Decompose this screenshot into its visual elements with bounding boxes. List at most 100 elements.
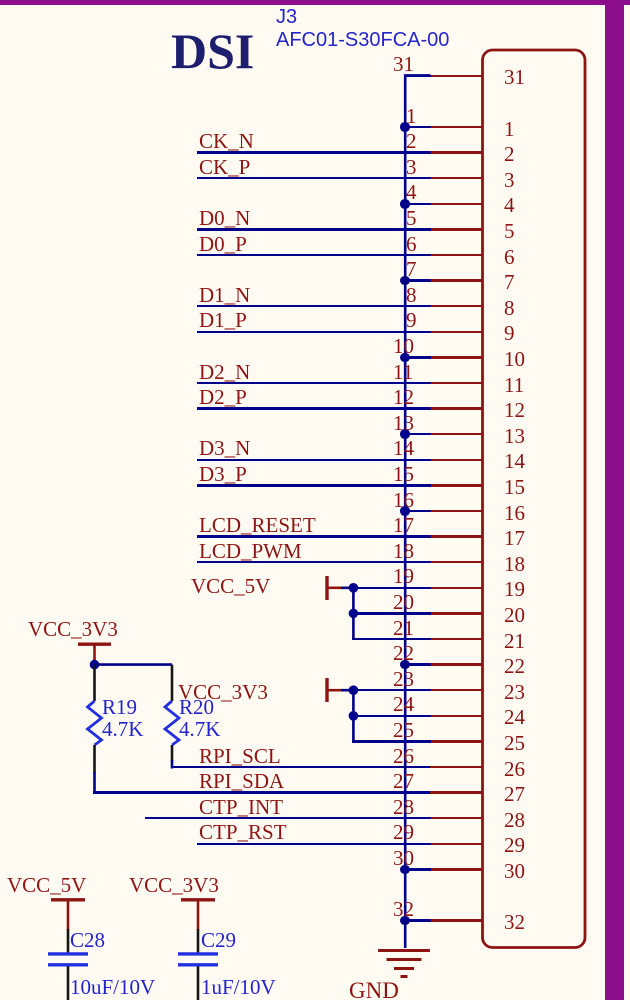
c28-designator: C28 — [70, 928, 106, 952]
pin-1-gnd-wire — [404, 125, 431, 129]
pin-5-number-outside: 5 — [406, 205, 417, 230]
sheet-border-right — [605, 0, 624, 1000]
net-label-LCD_PWM: LCD_PWM — [199, 538, 302, 563]
pin-21-stub — [429, 637, 483, 641]
pin-21-number-outside: 21 — [393, 615, 414, 640]
net-wire-CK_P — [197, 176, 431, 180]
pin-4-number-inside: 4 — [504, 193, 515, 218]
pin-7-stub — [429, 279, 483, 282]
pin-25-power-wire — [352, 740, 431, 743]
pin-13-stub — [429, 432, 483, 436]
pin-5-number-inside: 5 — [504, 218, 515, 243]
pin-30-number-outside: 30 — [393, 845, 414, 870]
pin-19-number-outside: 19 — [393, 564, 414, 589]
pin-12-stub — [429, 407, 483, 410]
net-label-D0_N: D0_N — [199, 205, 251, 230]
c29-value: 1uF/10V — [201, 975, 276, 999]
r20-designator: R20 — [179, 695, 215, 719]
power-label-vcc3v3-pullup: VCC_3V3 — [28, 617, 118, 641]
pin-2-number-outside: 2 — [406, 129, 417, 154]
pin-7-number-inside: 7 — [504, 270, 515, 295]
gnd-junction-7 — [400, 275, 410, 286]
pin-16-gnd-wire — [404, 509, 431, 513]
pin-14-number-outside: 14 — [393, 436, 414, 461]
net-wire-CTP_RST — [197, 842, 431, 846]
vcc3v3-pullup-port — [78, 642, 172, 670]
pin-6-number-inside: 6 — [504, 244, 515, 269]
pin-19-stub — [429, 586, 483, 590]
pin-20-number-inside: 20 — [504, 602, 525, 627]
pin-31-stub — [429, 74, 483, 78]
pin-20-number-outside: 20 — [393, 589, 414, 614]
pin-7-number-outside: 7 — [406, 257, 417, 282]
power-label-vcc3v3-cap: VCC_3V3 — [129, 873, 219, 897]
pin-29-number-inside: 29 — [504, 833, 525, 858]
power-label-vcc3v3-bracket: VCC_3V3 — [178, 680, 268, 704]
net-label-D2_N: D2_N — [199, 359, 251, 384]
resistor-r20-symbol — [162, 664, 182, 769]
net-label-D1_N: D1_N — [199, 282, 251, 307]
pin-25-number-outside: 25 — [393, 717, 414, 742]
pin-30-gnd-wire — [404, 868, 431, 871]
gnd-junction-32 — [400, 915, 410, 926]
pin-8-number-inside: 8 — [504, 295, 515, 320]
net-wire-CTP_INT — [145, 816, 431, 820]
net-wire-LCD_PWM — [197, 560, 431, 564]
pin-15-stub — [429, 484, 483, 487]
connector-body — [481, 48, 587, 949]
pin-10-number-inside: 10 — [504, 346, 525, 371]
pin-9-stub — [429, 330, 483, 334]
pin-30-stub — [429, 868, 483, 871]
net-wire-CK_N — [197, 151, 431, 154]
pin-4-stub — [429, 202, 483, 206]
pin-29-number-outside: 29 — [393, 820, 414, 845]
pin-18-stub — [429, 560, 483, 564]
net-wire-D0_P — [197, 253, 431, 257]
pin-14-number-inside: 14 — [504, 449, 525, 474]
pin-31-number-outside: 31 — [393, 52, 414, 77]
c29-designator: C29 — [201, 928, 237, 952]
pin-10-stub — [429, 356, 483, 359]
gnd-junction-30 — [400, 864, 410, 875]
net-label-CTP_RST: CTP_RST — [199, 820, 287, 845]
net-label-CK_N: CK_N — [199, 129, 254, 154]
gnd-label: GND — [349, 978, 399, 1000]
pin-1-number-outside: 1 — [406, 103, 417, 128]
pin-18-number-inside: 18 — [504, 551, 525, 576]
net-label-RPI_SCL: RPI_SCL — [199, 743, 281, 768]
net-label-CTP_INT: CTP_INT — [199, 794, 283, 819]
pin-1-stub — [429, 125, 483, 129]
r19-value: 4.7K — [102, 717, 144, 741]
pin-24-stub — [429, 714, 483, 718]
gnd-junction-13 — [400, 429, 410, 439]
pin-9-number-inside: 9 — [504, 321, 515, 346]
pin-26-stub — [429, 765, 483, 769]
pin-20-power-wire — [352, 612, 431, 615]
pin-22-number-outside: 22 — [393, 641, 414, 666]
pin-19-power-wire — [352, 586, 431, 590]
pin-8-number-outside: 8 — [406, 282, 417, 307]
pin-17-number-outside: 17 — [393, 513, 414, 538]
pin-27-number-outside: 27 — [393, 769, 414, 794]
net-label-D3_P: D3_P — [199, 461, 247, 486]
net-label-D3_N: D3_N — [199, 436, 251, 461]
pin-26-number-outside: 26 — [393, 743, 414, 768]
pin-23-stub — [429, 688, 483, 692]
pin-24-power-wire — [352, 714, 431, 718]
net-wire-D3_P — [197, 484, 431, 487]
pin-14-stub — [429, 458, 483, 462]
net-wire-RPI_SDA — [93, 791, 431, 794]
pin-28-number-inside: 28 — [504, 807, 525, 832]
net-wire-D1_N — [197, 304, 431, 308]
gnd-symbol-icon — [378, 949, 430, 978]
pin-1-number-inside: 1 — [504, 116, 515, 141]
gnd-junction-1 — [400, 122, 410, 132]
pin-15-number-inside: 15 — [504, 474, 525, 499]
c28-value: 10uF/10V — [70, 975, 156, 999]
pin-24-number-inside: 24 — [504, 705, 525, 730]
power-label-vcc5v-cap: VCC_5V — [7, 873, 87, 897]
gnd-junction-22 — [400, 659, 410, 670]
connector-designator: J3 — [276, 6, 298, 28]
